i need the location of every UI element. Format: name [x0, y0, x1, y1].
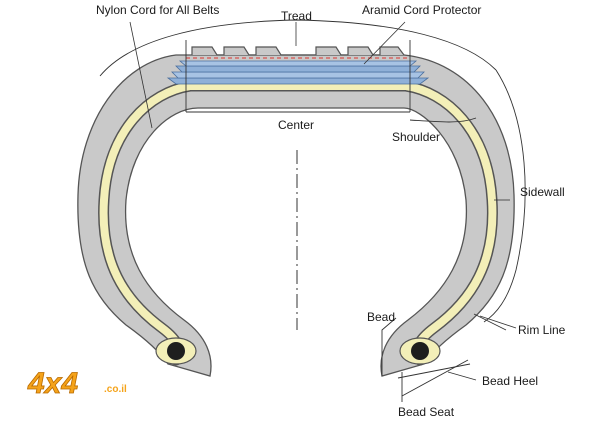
sidewall-dimension: [483, 69, 526, 323]
label-bead-seat: Bead Seat: [398, 405, 455, 419]
label-bead-heel: Bead Heel: [482, 374, 538, 388]
tire-rubber-body: [77, 54, 515, 377]
tread-blocks: [191, 46, 405, 56]
label-nylon-cord: Nylon Cord for All Belts: [96, 3, 219, 17]
shoulder-dimension: [409, 117, 477, 123]
logo-suffix: .co.il: [104, 384, 127, 395]
site-logo: 4x4 .co.il: [27, 367, 127, 401]
label-shoulder: Shoulder: [392, 130, 440, 144]
label-center: Center: [278, 118, 314, 132]
leader-lines: [129, 21, 517, 381]
belt-layers: [166, 60, 430, 85]
label-bead: Bead: [367, 310, 395, 324]
label-sidewall: Sidewall: [520, 185, 565, 199]
logo-text: 4x4: [27, 367, 78, 400]
left-bead: [155, 337, 197, 365]
label-rim-line: Rim Line: [518, 323, 566, 337]
label-aramid-cord-protector: Aramid Cord Protector: [362, 3, 481, 17]
tread-dimension: [99, 19, 497, 113]
bead-dimension: [381, 313, 507, 402]
right-bead: [399, 337, 441, 365]
label-tread: Tread: [281, 9, 312, 23]
